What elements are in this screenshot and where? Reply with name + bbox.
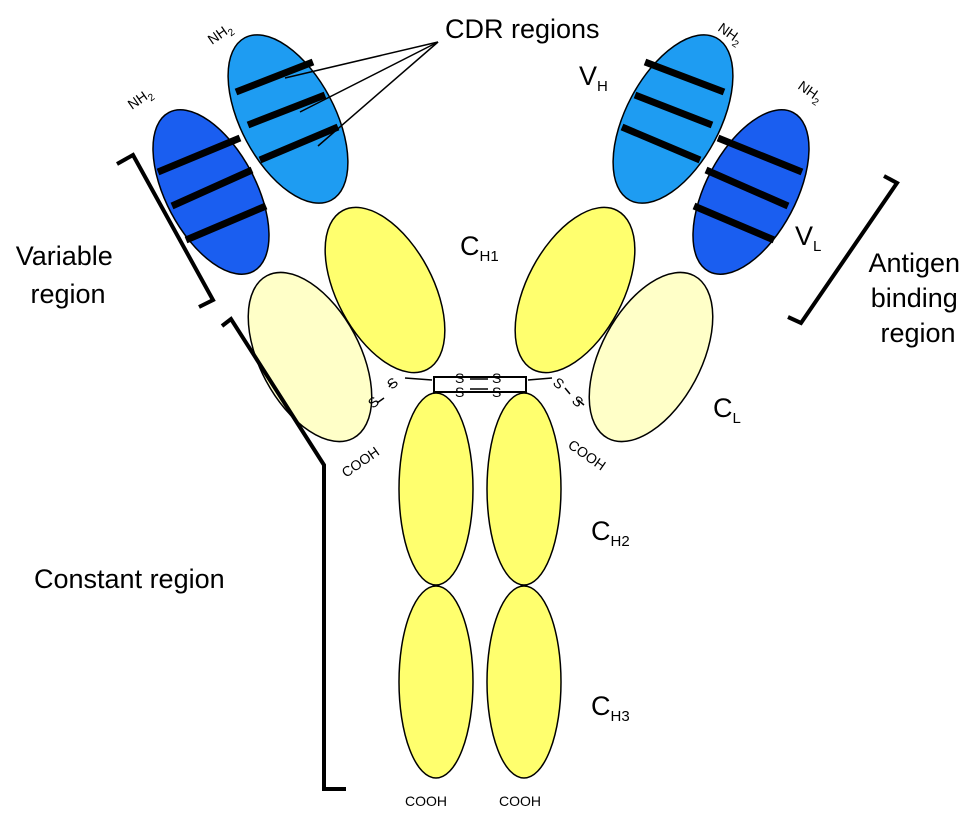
- ch2-label: CH2: [591, 516, 630, 550]
- cooh-label-left-light: COOH: [339, 443, 383, 480]
- constant-region-label: Constant region: [34, 564, 225, 594]
- s-atom: S: [569, 392, 586, 410]
- ch1-label: CH1: [460, 231, 499, 265]
- ch3-domain-right: [487, 586, 561, 778]
- cdr-regions-label: CDR regions: [445, 14, 600, 44]
- hinge-disulfide-bridges: [434, 377, 526, 392]
- cooh-label-right-light: COOH: [565, 436, 609, 473]
- nh2-label-left-light: NH2: [125, 84, 158, 115]
- s-atom: S: [492, 384, 501, 400]
- vl-label: VL: [795, 221, 821, 255]
- cooh-label-heavy-right: COOH: [499, 793, 541, 809]
- nh2-label-right-light: NH2: [793, 77, 826, 108]
- vh-label: VH: [579, 61, 608, 95]
- antigen-binding-region-label: Antigen binding region: [868, 248, 967, 348]
- s-atom: S: [550, 374, 567, 392]
- s-atom: S: [455, 384, 464, 400]
- ch3-label: CH3: [591, 691, 630, 725]
- ch2-domain-left: [399, 393, 473, 585]
- cooh-label-heavy-left: COOH: [405, 793, 447, 809]
- ch2-domain-right: [487, 393, 561, 585]
- s-atom: S: [384, 374, 401, 392]
- variable-region-label: Variable region: [16, 241, 121, 309]
- cl-label: CL: [713, 393, 741, 427]
- nh2-label-left-heavy: NH2: [205, 19, 238, 50]
- ch3-domain-left: [399, 586, 473, 778]
